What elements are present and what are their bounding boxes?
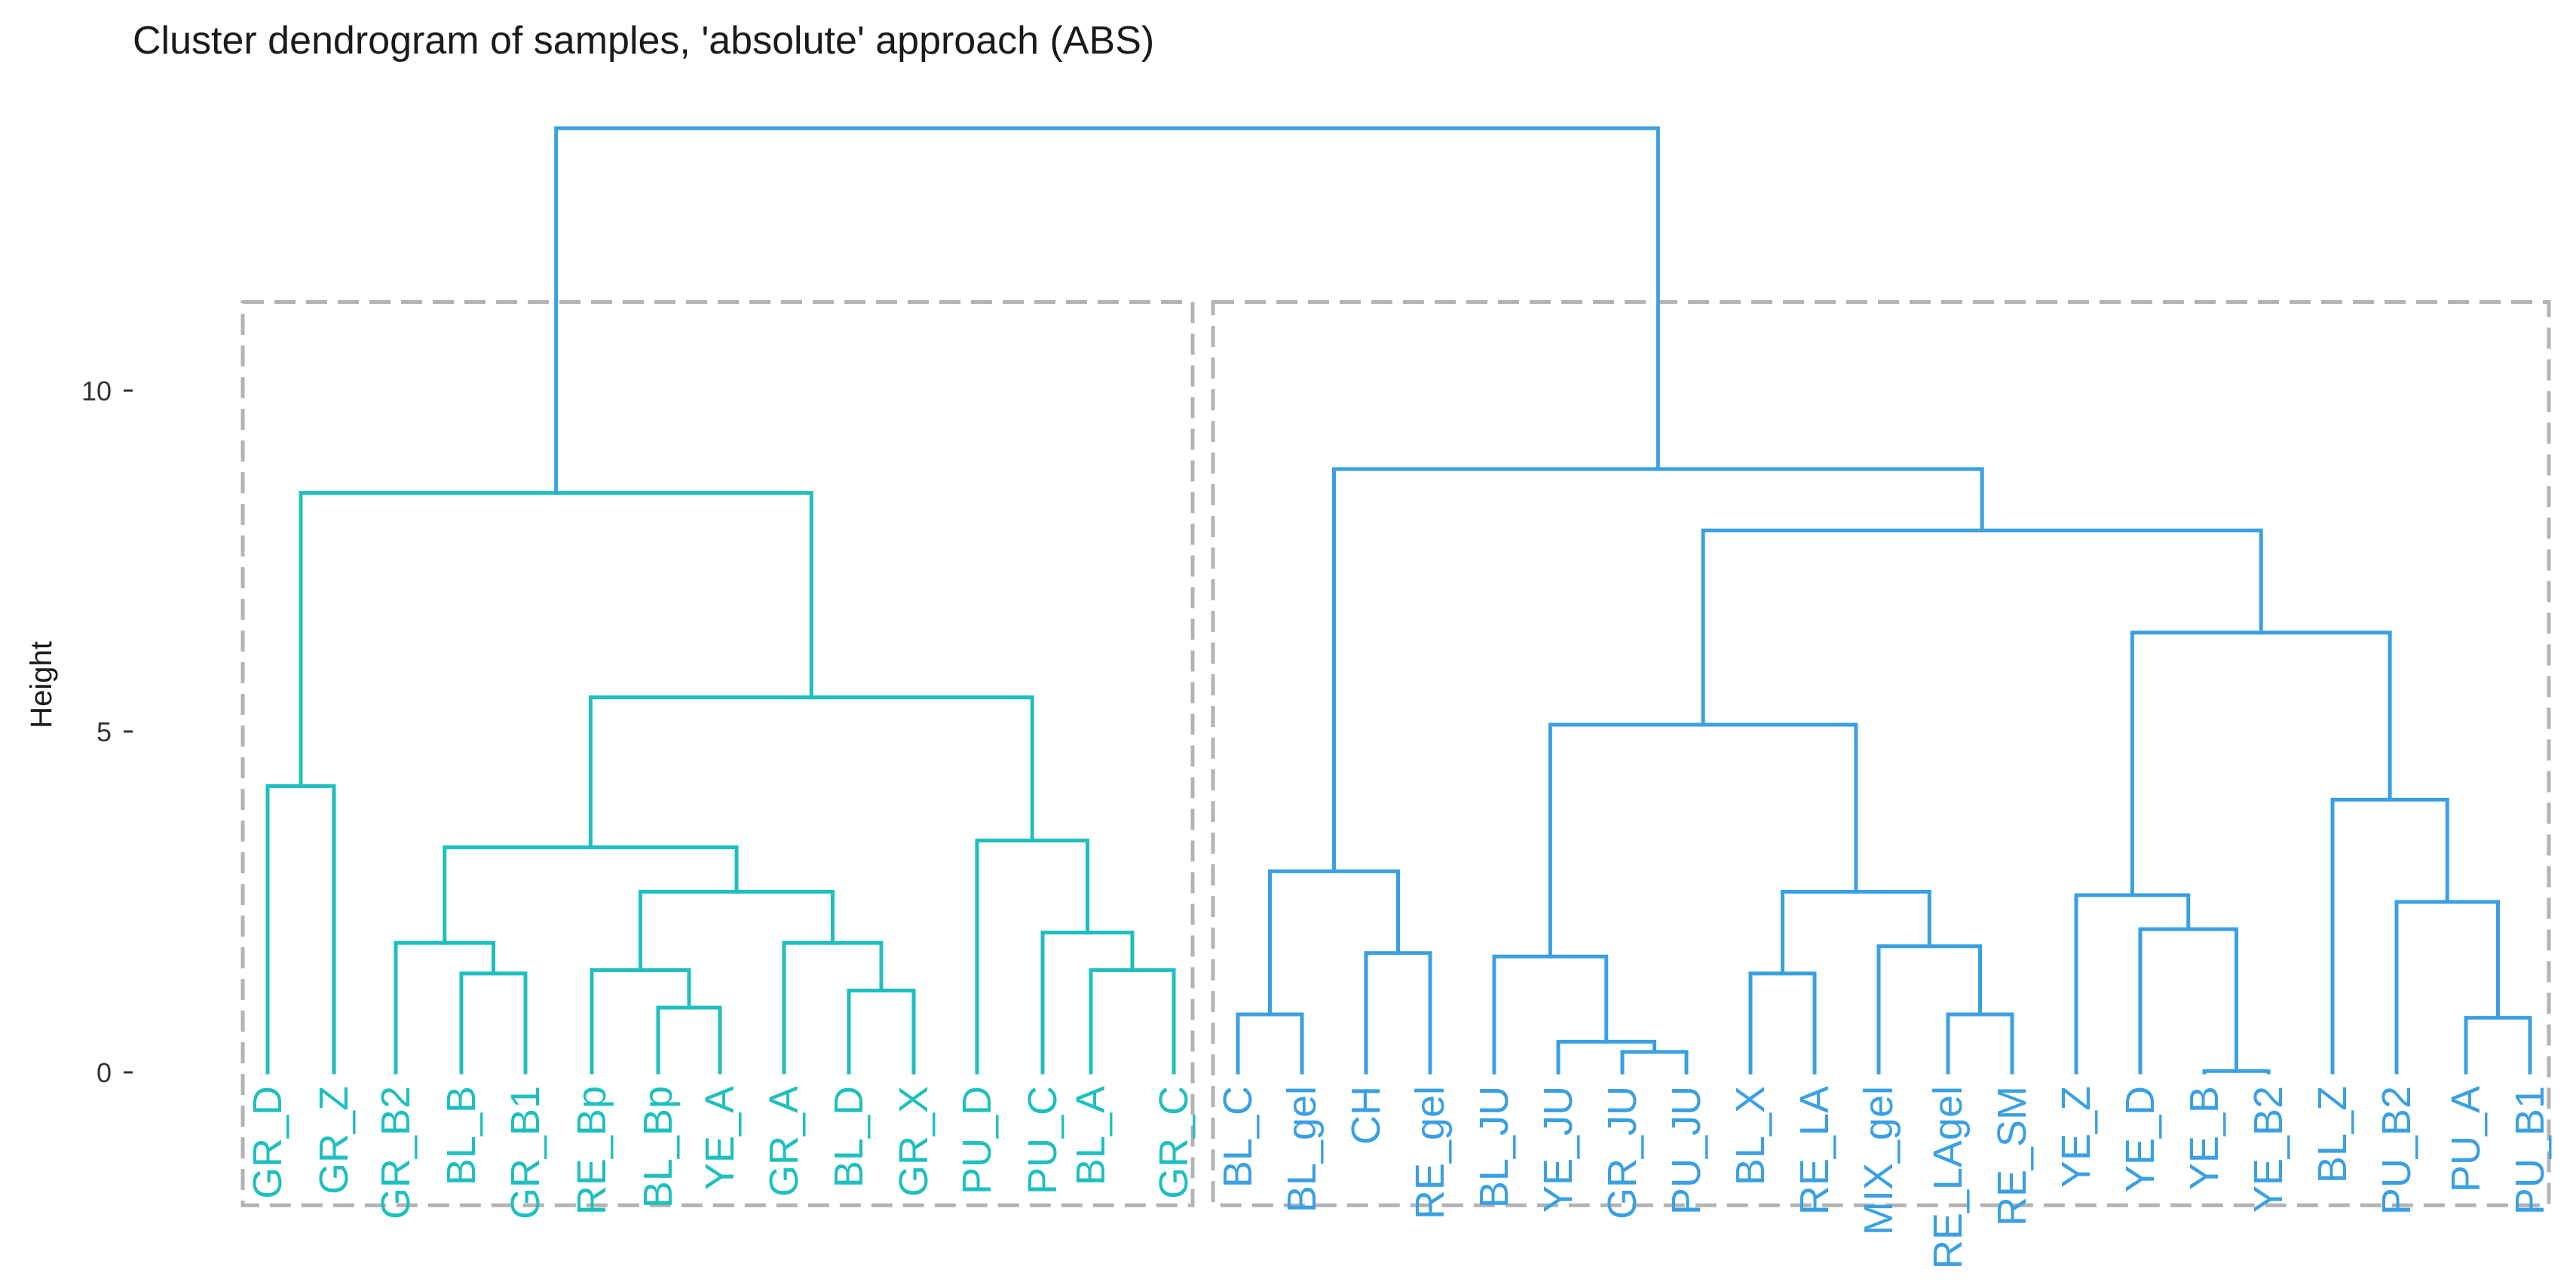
dendrogram-branch [1876,944,1982,1075]
y-tick-label: 0 [96,1057,112,1088]
chart-title: Cluster dendrogram of samples, 'absolute… [133,19,1155,63]
leaf-label: GR_A [761,1086,807,1197]
y-axis-label: Height [25,641,58,728]
dendrogram-branch [847,989,916,1075]
cluster-box [240,299,1195,1207]
dendrogram-branch [1492,954,1609,1075]
leaf-label: BL_D [826,1086,871,1188]
leaf-label: RE_LAgel [1925,1086,1971,1269]
dendrogram-branch [639,889,835,972]
dendrogram-branch [554,126,1660,495]
leaf-label: PU_D [954,1086,1000,1195]
leaf-label: BL_X [1728,1086,1773,1185]
leaf-label: YE_D [2118,1086,2163,1192]
leaf-label: BL_gel [1279,1086,1325,1213]
leaf-label: GR_C [1151,1086,1196,1199]
leaf-label: RE_gel [1407,1086,1453,1219]
dendrogram-branch [265,784,336,1075]
leaf-label: PU_C [1020,1086,1065,1195]
cluster-box [1211,299,2551,1207]
dendrogram-branch [2394,900,2500,1075]
dendrogram-branch [1364,951,1432,1075]
dendrogram-branch [1268,869,1400,1017]
dendrogram-branch [1781,889,1931,976]
leaf-label: RE_SM [1989,1086,2035,1226]
leaf-label: GR_B1 [503,1086,548,1219]
dendrogram-branch [394,940,495,1075]
dendrogram-branches [265,126,2532,1075]
dendrogram-branch [2074,893,2191,1075]
dendrogram-branch [1556,1039,1656,1075]
leaf-label: BL_A [1068,1086,1113,1185]
dendrogram-branch [782,940,884,1075]
leaf-label: YE_B [2182,1086,2227,1190]
dendrogram-branch [2330,797,2449,1075]
y-axis: 0 5 10 [81,376,133,1088]
dendrogram-branch [1040,931,1135,1075]
y-tick-label: 5 [96,716,112,747]
dendrogram-branch [975,839,1089,1075]
dendrogram-branch [656,1005,722,1075]
leaf-label: GR_Z [311,1086,357,1195]
leaf-label: PU_B1 [2507,1086,2553,1215]
leaf-label: GR_B2 [373,1086,418,1219]
dendrogram-branch [1701,528,2263,727]
leaf-label: BL_C [1215,1086,1260,1188]
leaf-label: CH [1343,1086,1389,1145]
leaf-label: PU_A [2443,1086,2489,1192]
dendrogram-branch [1946,1012,2014,1075]
leaf-label: PU_B2 [2374,1086,2419,1215]
dendrogram-branch [1089,968,1176,1075]
dendrogram-branch [1236,1012,1304,1075]
dendrogram-branch [588,695,1034,850]
leaf-label: YE_B2 [2246,1086,2291,1213]
leaf-label: BL_B [439,1086,484,1185]
leaf-labels: GR_D GR_Z GR_B2 BL_B GR_B1 RE_Bp BL_Bp YE_A GR_A… [245,1086,2553,1269]
dendrogram-branch [2138,927,2238,1075]
leaf-label: BL_Bp [636,1086,681,1208]
leaf-label: RE_LA [1792,1086,1837,1215]
leaf-label: BL_Z [2310,1086,2355,1183]
dendrogram-branch [443,845,739,945]
leaf-label: YE_JU [1536,1086,1581,1213]
leaf-label: GR_X [891,1086,936,1197]
leaf-label: GR_JU [1600,1086,1645,1219]
leaf-label: PU_JU [1664,1086,1709,1215]
leaf-label: GR_D [245,1086,290,1199]
dendrogram-branch [299,491,813,788]
y-tick-label: 10 [81,376,112,406]
leaf-label: RE_Bp [569,1086,614,1215]
dendrogram-branch [590,968,691,1075]
dendrogram-branch [2130,630,2392,897]
dendrogram-branch [2464,1016,2532,1075]
leaf-label: YE_Z [2054,1086,2099,1188]
leaf-label: MIX_gel [1856,1086,1901,1235]
dendrogram-branch [459,971,528,1075]
leaf-label: YE_A [697,1086,743,1190]
dendrogram-branch [1548,722,1858,958]
leaf-label: BL_JU [1472,1086,1517,1208]
cluster-boxes [240,299,2551,1207]
dendrogram-branch [1748,971,1817,1075]
dendrogram-branch [1620,1050,1689,1075]
